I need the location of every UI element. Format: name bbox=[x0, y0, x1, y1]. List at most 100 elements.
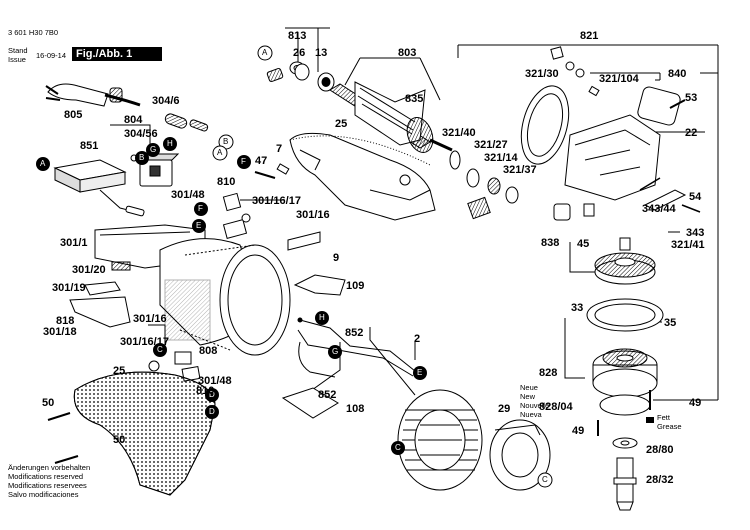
label-28-32: 28/32 bbox=[646, 474, 674, 486]
o-ring bbox=[599, 394, 651, 416]
callout-F: F bbox=[241, 157, 246, 166]
slide-switch bbox=[69, 296, 131, 328]
callout-G: G bbox=[332, 347, 339, 356]
label-301-20: 301/20 bbox=[72, 264, 106, 276]
callout-A: A bbox=[40, 159, 46, 168]
callout-bubbles-outline bbox=[212, 45, 553, 488]
bearing-set bbox=[266, 61, 335, 92]
brush-holders bbox=[148, 192, 251, 382]
cord-guard bbox=[164, 113, 209, 132]
label-301-19: 301/19 bbox=[52, 282, 86, 294]
label-838: 838 bbox=[541, 237, 560, 249]
footer-note-de: Änderungen vorbehalten bbox=[8, 463, 91, 472]
label-803: 803 bbox=[398, 47, 417, 59]
gear-cover bbox=[520, 85, 570, 165]
label-50b: 50 bbox=[113, 434, 126, 446]
callout-C: C bbox=[395, 443, 401, 452]
issue-label: Issue bbox=[8, 55, 26, 64]
bearing-flange bbox=[586, 298, 664, 332]
label-321-37: 321/37 bbox=[503, 164, 537, 176]
switch-108 bbox=[281, 387, 339, 419]
label-810b: 810 bbox=[196, 385, 215, 397]
callout-F: F bbox=[198, 204, 203, 213]
label-835: 835 bbox=[405, 93, 424, 105]
label-25b: 25 bbox=[113, 365, 126, 377]
new-part-note-de: Neue bbox=[520, 383, 538, 392]
armature bbox=[329, 81, 453, 153]
callout-H: H bbox=[167, 139, 173, 148]
label-808: 808 bbox=[199, 345, 218, 357]
label-28-80: 28/80 bbox=[646, 444, 674, 456]
rings bbox=[449, 150, 519, 220]
label-45: 45 bbox=[577, 238, 590, 250]
callout-H: H bbox=[319, 313, 325, 322]
label-813: 813 bbox=[288, 30, 307, 42]
label-840: 840 bbox=[668, 68, 687, 80]
label-852b: 852 bbox=[318, 389, 337, 401]
figure-label: Fig./Abb. 1 bbox=[72, 47, 162, 61]
new-part-note-fr: Nouvelle bbox=[520, 401, 550, 410]
handle bbox=[73, 371, 216, 496]
callout-A: A bbox=[217, 148, 223, 157]
gear-head-housing bbox=[564, 86, 681, 201]
housing-top bbox=[289, 132, 436, 221]
grease-note-en: Grease bbox=[657, 422, 682, 431]
label-49: 49 bbox=[689, 397, 702, 409]
label-301-18: 301/18 bbox=[43, 326, 77, 338]
callout-G: G bbox=[150, 145, 157, 154]
label-304-6: 304/6 bbox=[152, 95, 180, 107]
new-part-note-en: New bbox=[520, 392, 536, 401]
spindle-shaft bbox=[613, 457, 637, 511]
label-29: 29 bbox=[498, 403, 511, 415]
label-301-1: 301/1 bbox=[60, 237, 88, 249]
grease-note-de: Fett bbox=[657, 413, 670, 422]
label-828: 828 bbox=[539, 367, 558, 379]
spindle-lock bbox=[553, 177, 701, 251]
label-321-41: 321/41 bbox=[671, 239, 705, 251]
label-35: 35 bbox=[664, 317, 677, 329]
drawing-number: 3 601 H30 7B0 bbox=[8, 28, 59, 37]
footer-note-en: Modifications reserved bbox=[8, 472, 84, 481]
label-301-48b: 301/48 bbox=[198, 375, 232, 387]
label-321-40: 321/40 bbox=[442, 127, 476, 139]
callout-B: B bbox=[139, 153, 145, 162]
callout-E: E bbox=[417, 368, 423, 377]
stand-label: Stand bbox=[8, 46, 28, 55]
label-108: 108 bbox=[346, 403, 365, 415]
label-321-104: 321/104 bbox=[599, 73, 639, 85]
small-fasteners bbox=[550, 46, 686, 109]
footer-note-es: Salvo modificaciones bbox=[8, 490, 79, 499]
label-810: 810 bbox=[217, 176, 236, 188]
fan bbox=[489, 419, 551, 491]
footer-note-fr: Modifications reservees bbox=[8, 481, 87, 490]
label-50: 50 bbox=[42, 397, 55, 409]
callout-C: C bbox=[157, 345, 163, 354]
screws-49 bbox=[597, 390, 651, 436]
label-304-56: 304/56 bbox=[124, 128, 158, 140]
label-22: 22 bbox=[685, 127, 698, 139]
lever-cover bbox=[293, 274, 346, 296]
grease-symbol bbox=[646, 417, 654, 423]
label-26: 26 bbox=[293, 47, 306, 59]
label-828-04: 828/04 bbox=[539, 401, 573, 413]
spring bbox=[111, 261, 131, 271]
screws-50 bbox=[47, 412, 79, 464]
label-343-44: 343/44 bbox=[642, 203, 676, 215]
issue-date: 16-09-14 bbox=[36, 51, 67, 60]
cover-plate bbox=[287, 231, 321, 251]
callout-E: E bbox=[196, 221, 202, 230]
label-7: 7 bbox=[276, 143, 283, 155]
label-321-30: 321/30 bbox=[525, 68, 559, 80]
spindle-assembly bbox=[592, 348, 658, 398]
label-321-27: 321/27 bbox=[474, 139, 508, 151]
label-821: 821 bbox=[580, 30, 599, 42]
label-9: 9 bbox=[333, 252, 340, 264]
label-818: 818 bbox=[56, 315, 75, 327]
label-321-14: 321/14 bbox=[484, 152, 518, 164]
label-33: 33 bbox=[571, 302, 584, 314]
new-part-note-es: Nueva bbox=[520, 410, 542, 419]
label-805: 805 bbox=[64, 109, 83, 121]
motor-housing bbox=[94, 224, 291, 356]
